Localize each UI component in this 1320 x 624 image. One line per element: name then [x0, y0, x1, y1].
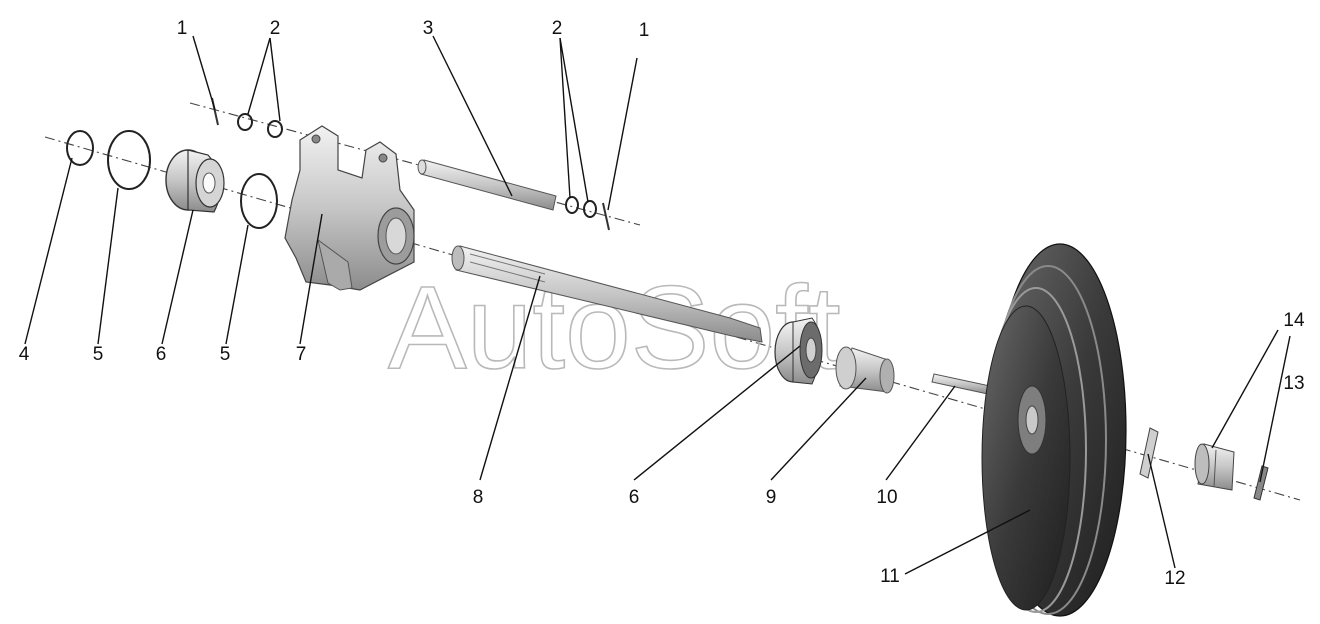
bearing-part-6-left: [165, 149, 225, 213]
retaining-clip-part-1-right: [602, 202, 610, 231]
callout-14: 14: [1283, 310, 1305, 331]
callout-10: 10: [876, 487, 897, 508]
callout-11: 11: [880, 566, 900, 587]
watermark: AutoSoft: [388, 262, 841, 394]
ring-part-4: [66, 130, 94, 166]
callout-5-right: 5: [220, 344, 231, 365]
lock-washer-part-12: [1139, 427, 1159, 479]
callout-13: 13: [1283, 373, 1304, 394]
leader-lines: [24, 35, 1291, 575]
key-part-10: [931, 373, 991, 395]
callout-2-left: 2: [270, 18, 281, 39]
callout-5-left: 5: [93, 344, 104, 365]
callout-12: 12: [1164, 568, 1185, 589]
callout-1-left: 1: [177, 18, 188, 39]
cotter-pin-part-13: [1253, 465, 1269, 501]
pulley-part-11: [981, 243, 1127, 617]
callout-1-right: 1: [639, 20, 650, 41]
shaft-part-8: [451, 245, 763, 343]
washer-part-2-b: [267, 120, 283, 138]
callout-8: 8: [473, 487, 484, 508]
pin-center-axis: [189, 102, 641, 226]
callout-3: 3: [423, 18, 434, 39]
washer-part-2-a: [237, 113, 253, 131]
bracket-housing-part-7: [284, 125, 415, 291]
washer-part-2-c: [565, 196, 579, 214]
bushing-part-9: [835, 346, 895, 394]
pin-part-3: [417, 159, 557, 211]
callout-9: 9: [766, 487, 777, 508]
callout-7: 7: [296, 344, 307, 365]
callout-2-right: 2: [552, 18, 563, 39]
washer-part-2-d: [583, 200, 597, 218]
callout-6-left: 6: [156, 344, 167, 365]
ring-part-5-right: [240, 173, 278, 229]
callout-4: 4: [19, 344, 30, 365]
ring-part-5-left: [107, 130, 151, 190]
callout-6-right: 6: [629, 487, 640, 508]
castle-nut-part-14: [1194, 443, 1235, 491]
bearing-part-6-right: [774, 317, 823, 385]
